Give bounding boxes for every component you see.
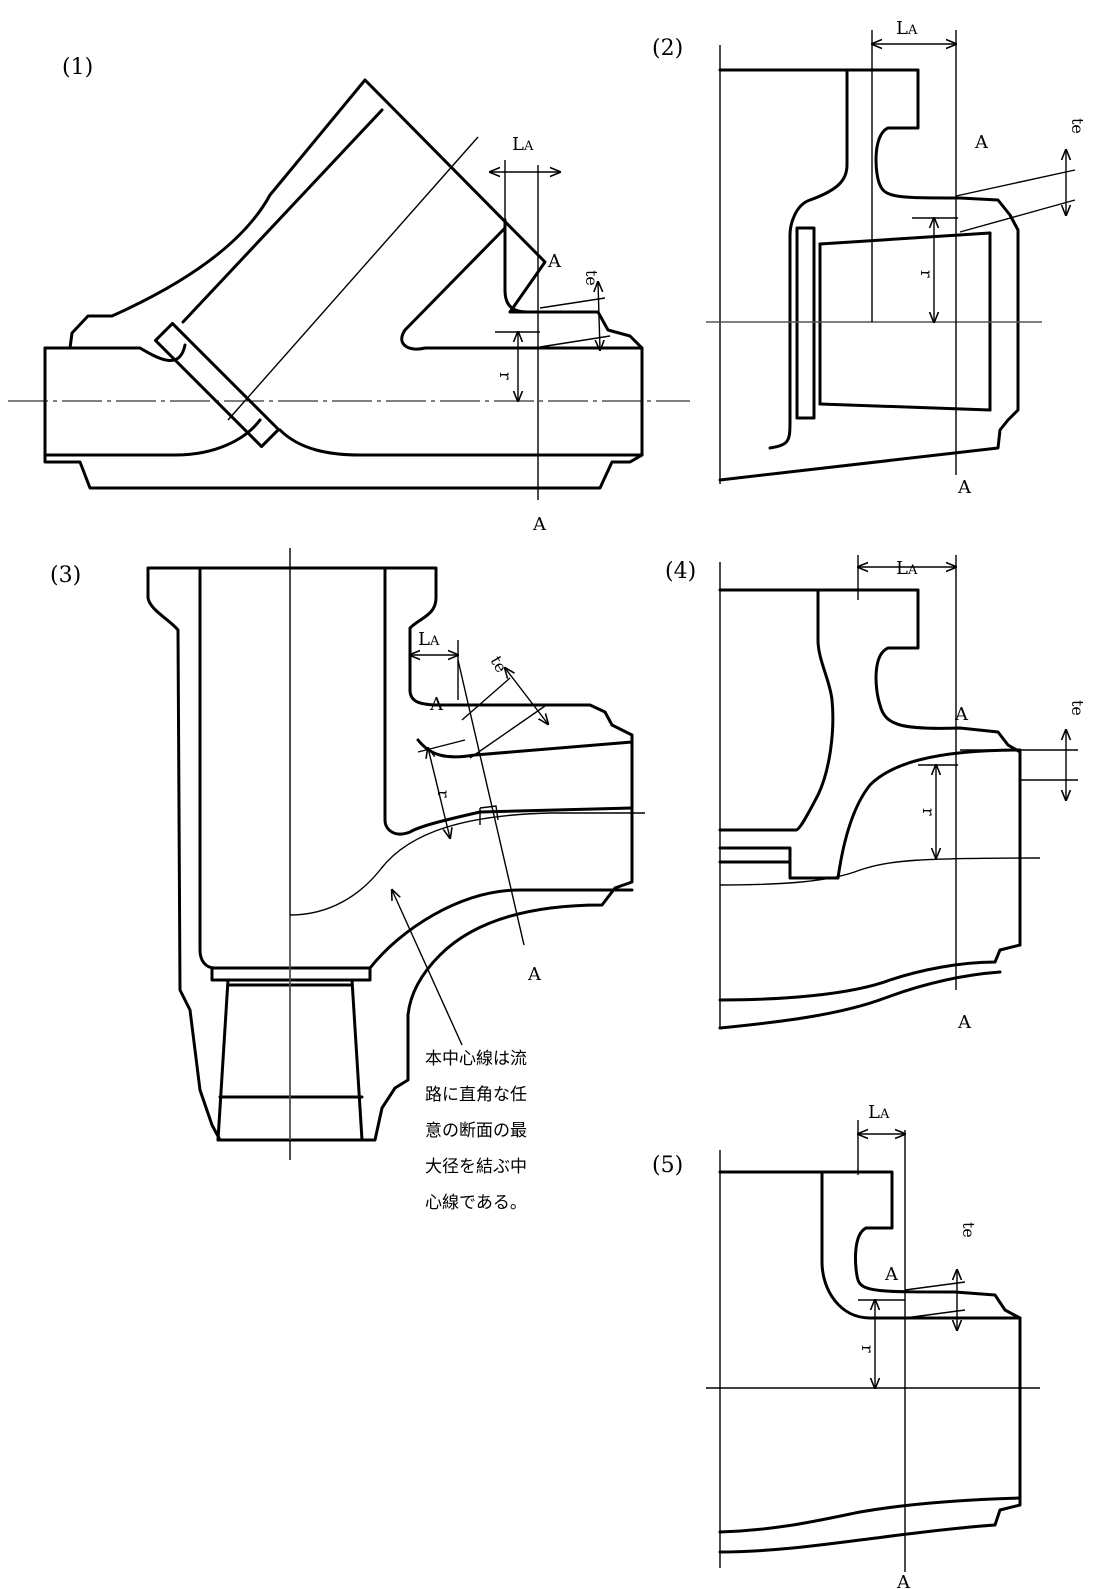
panel-2-bore-upper <box>818 231 992 246</box>
panel-2-seat-ring-outer <box>795 226 816 420</box>
panel-5-label: (5) <box>652 1153 683 1178</box>
panel-3-upper-bore <box>416 738 634 759</box>
panel-3-seat-ring <box>210 966 372 982</box>
panel-2-la-label: LA <box>896 18 918 39</box>
panel-1-seat-ring <box>153 321 281 449</box>
panel-5-la-label: LA <box>868 1102 890 1123</box>
panel-1-inclined-centerline <box>227 136 479 421</box>
panel-1-lower-left <box>43 418 262 457</box>
panel-3-r-label: r <box>434 790 453 798</box>
panel-4-point-a: A <box>954 704 969 725</box>
panel-2-r-label: r <box>917 270 936 278</box>
panel-5-te-line-1 <box>904 1281 966 1291</box>
panel-2-section-a: A <box>957 477 972 498</box>
panel-3-inner-left <box>198 566 634 970</box>
panel-3-la-label: LA <box>418 629 440 650</box>
panel-3-te-line-1 <box>461 677 511 721</box>
panel-4-flow-centerline <box>719 857 1041 886</box>
panel-4-neck <box>718 588 835 832</box>
panel-3-section-a: A <box>527 964 542 985</box>
panel-3-label: (3) <box>50 563 81 588</box>
panel-1-lower-bore <box>278 428 644 457</box>
panel-2-neck <box>768 68 849 450</box>
panel-4-body-outline <box>718 588 1022 1002</box>
panel-1-bore <box>43 343 187 362</box>
panel-3-te-dim <box>505 668 548 724</box>
panel-1-stem-bore <box>503 218 532 314</box>
panel-3-right-angle <box>479 805 499 825</box>
panel-4-la-label: LA <box>896 558 918 579</box>
panel-1-section-a: A <box>532 514 547 535</box>
panel-4-label: (4) <box>665 559 696 584</box>
panel-2-te-label: te <box>1068 118 1087 134</box>
panel-4-inner <box>718 748 1022 880</box>
panel-5-point-a: A <box>884 1264 899 1285</box>
panel-2-label: (2) <box>652 36 683 61</box>
panel-3-te-label: te <box>487 653 511 676</box>
panel-2-bore-lower <box>818 402 992 412</box>
panel-3-body-outline <box>146 566 634 1142</box>
panel-1-label: (1) <box>62 55 93 80</box>
panel-5-section-a: A <box>896 1572 911 1589</box>
panel-2-te-line-1 <box>955 169 1076 197</box>
panel-1-la-label: LA <box>512 134 534 155</box>
panel-2-te-line-2 <box>959 199 1076 233</box>
panel-4-section-a: A <box>957 1012 972 1033</box>
panel-1-point-a: A <box>547 251 562 272</box>
panel-5-r-label: r <box>858 1345 877 1353</box>
panel-3: (3) LA te r A A 本中心線は流 路に直角な任 意の断面の最 大径を… <box>50 548 645 1213</box>
panel-1-te-line-1 <box>539 297 606 309</box>
panel-1: (1) LA te r A A <box>8 55 690 535</box>
panel-5: (5) LA te r A A <box>652 1102 1040 1589</box>
panel-3-note: 本中心線は流 路に直角な任 意の断面の最 大径を結ぶ中 心線である。 <box>425 1049 532 1213</box>
panel-3-lower-bore <box>216 978 364 1142</box>
panel-3-section-line <box>457 659 525 946</box>
panel-4-r-label: r <box>919 808 938 816</box>
panel-5-te-label: te <box>959 1222 978 1238</box>
panel-3-flow-centerline <box>289 812 645 916</box>
panel-5-lower-bore <box>718 1496 1022 1534</box>
panel-3-point-a: A <box>429 694 444 715</box>
panel-2-point-a: A <box>974 132 989 153</box>
panel-2: (2) LA te r A A <box>652 18 1087 498</box>
panel-5-body-outline <box>718 1170 1022 1554</box>
panel-1-bonnet-seat <box>181 108 384 324</box>
panel-4: (4) LA te r A A <box>665 555 1087 1033</box>
panel-4-te-label: te <box>1068 700 1087 716</box>
panel-2-body-outline <box>718 68 1020 482</box>
panel-1-te-dim <box>598 282 600 350</box>
panel-3-inner-right <box>383 566 634 836</box>
panel-1-crotch <box>400 226 644 351</box>
panel-1-te-label: te <box>582 270 601 286</box>
panel-1-body-outline <box>43 78 644 490</box>
panel-3-leader <box>392 890 463 1046</box>
panel-1-r-label: r <box>496 372 515 380</box>
panel-4-lower-bore <box>718 970 1002 1030</box>
panel-5-neck <box>820 1170 1022 1320</box>
panel-3-r-dim <box>428 748 450 838</box>
